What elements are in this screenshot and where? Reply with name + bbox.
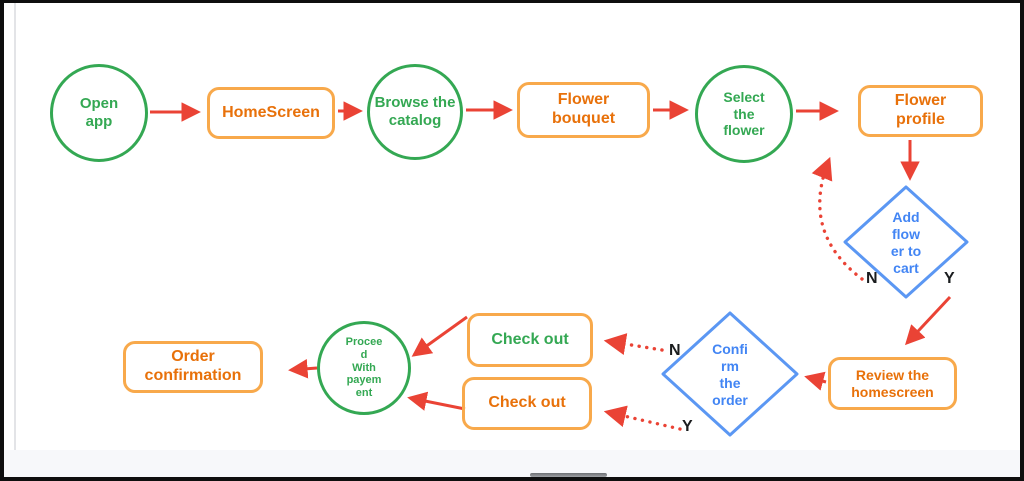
- decision-confirm-order[interactable]: [661, 311, 799, 437]
- node-order-confirmation[interactable]: Order confirmation: [123, 341, 263, 393]
- node-checkout-yes[interactable]: Check out: [462, 377, 592, 430]
- bottom-bar: [4, 450, 1020, 477]
- node-flower-bouquet-label: Flower bouquet: [551, 91, 616, 127]
- node-flower-profile-label: Flower profile: [894, 92, 947, 128]
- node-review-homescreen-label: Review the homescreen: [851, 366, 934, 400]
- node-checkout-yes-label: Check out: [488, 394, 566, 412]
- node-browse-catalog[interactable]: Browse the catalog: [367, 64, 463, 160]
- branch-label-add-no: N: [866, 270, 878, 287]
- node-checkout-no-label: Check out: [491, 330, 569, 348]
- window-resize-handle[interactable]: [530, 473, 607, 477]
- node-proceed-with-payment-label: Procee d With payem ent: [345, 335, 383, 400]
- edge-confirm-no-checkout: [603, 333, 664, 355]
- node-browse-catalog-label: Browse the catalog: [374, 94, 456, 129]
- decision-add-flower-to-cart[interactable]: [843, 185, 969, 299]
- node-checkout-no[interactable]: Check out: [467, 313, 593, 367]
- node-flower-bouquet[interactable]: Flower bouquet: [517, 82, 650, 138]
- edge-addcart-yes-review: [905, 295, 952, 346]
- node-homescreen-label: HomeScreen: [222, 103, 320, 121]
- edge-review-confirm: [804, 371, 827, 391]
- node-select-flower-label: Select the flower: [723, 89, 765, 139]
- node-homescreen[interactable]: HomeScreen: [207, 87, 335, 139]
- add-flower-to-cart-text: Add flow er to cart: [890, 209, 922, 276]
- node-review-homescreen[interactable]: Review the homescreen: [828, 357, 957, 410]
- edge-confirm-yes-checkout: [603, 405, 682, 431]
- edge-checkoutno-proceed: [411, 315, 468, 357]
- edge-proceed-confirmation: [288, 359, 318, 379]
- node-open-app-label: Open app: [79, 95, 119, 130]
- decision-add-flower-to-cart-label: Add flow er to cart: [856, 196, 956, 290]
- node-open-app[interactable]: Open app: [50, 64, 148, 162]
- node-order-confirmation-label: Order confirmation: [144, 348, 242, 384]
- node-select-flower[interactable]: Select the flower: [695, 65, 793, 163]
- edge-addcart-no-loop: [811, 156, 864, 281]
- node-flower-profile[interactable]: Flower profile: [858, 85, 983, 137]
- branch-label-add-yes: Y: [944, 270, 955, 287]
- edge-checkoutyes-proceed: [407, 391, 466, 411]
- branch-label-confirm-yes: Y: [682, 418, 693, 435]
- decision-confirm-order-label: Confi rm the order: [680, 330, 780, 420]
- branch-label-confirm-no: N: [669, 342, 681, 359]
- node-proceed-with-payment[interactable]: Procee d With payem ent: [317, 321, 411, 415]
- canvas-edge-line: [14, 3, 16, 450]
- confirm-order-text: Confi rm the order: [712, 341, 748, 408]
